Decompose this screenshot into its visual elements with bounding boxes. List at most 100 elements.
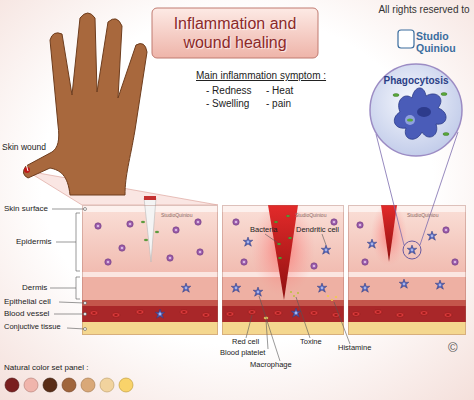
symptom-item: - Swelling (206, 98, 249, 110)
cell-symbol (173, 227, 179, 233)
part-label: Macrophage (250, 361, 292, 370)
engulfed-bacteria (407, 118, 413, 121)
layer-label: Epidermis (16, 237, 52, 246)
leader-dot (84, 302, 87, 305)
macrophage-symbol (427, 231, 437, 240)
leader-line (52, 209, 85, 210)
red-cell-symbol (444, 313, 452, 318)
red-cell-symbol (136, 310, 144, 315)
epithelial-layer (348, 300, 466, 306)
dendritic-cell-symbol (321, 245, 331, 254)
macrophage-symbol (155, 309, 165, 318)
symptom-item: - Heat (266, 85, 293, 97)
macrophage-symbol (231, 283, 241, 292)
histamine-dot (335, 296, 337, 298)
epidermis-layer (348, 212, 466, 272)
conjunctive-layer (222, 322, 344, 335)
bacteria-drawing (393, 94, 399, 97)
macrophage-symbol (367, 239, 377, 248)
color-swatch (81, 378, 95, 392)
wound-thorn (26, 164, 28, 171)
zoom-circle-fill (370, 64, 462, 156)
bracket (56, 213, 80, 271)
wound-cone (381, 205, 397, 262)
dermis-layer (82, 277, 218, 300)
layer-label: Conjuctive tissue (4, 323, 61, 332)
red-cell-symbol (374, 310, 382, 315)
macrophage-symbol (435, 280, 445, 289)
bacteria-symbol (144, 239, 148, 241)
layer-label: Skin surface (4, 204, 48, 213)
leader-dots (84, 208, 87, 331)
cell-symbol (119, 245, 125, 251)
dermis-layer (348, 277, 466, 300)
wound-cone (268, 205, 298, 300)
thorn (144, 198, 156, 262)
part-label: Bacteria (250, 226, 278, 235)
basal-layer (82, 272, 218, 277)
blood-vessel-layer (222, 306, 344, 322)
layer-label: Epithelial cell (4, 297, 51, 306)
color-panel-label: Natural color set panel : (4, 363, 89, 372)
cell-symbol (357, 222, 363, 228)
skin-panel: StudioQuiniou (82, 205, 218, 335)
conjunctive-layer (348, 322, 466, 335)
color-swatch (24, 378, 38, 392)
color-swatch (43, 378, 57, 392)
part-label: Dendritic cell (296, 226, 339, 235)
macrophage-drawing (394, 88, 446, 139)
macrophage-symbol (407, 245, 417, 254)
red-cell-symbol (274, 311, 282, 316)
skin-surface-layer (348, 205, 466, 212)
part-label: Blood platelet (220, 349, 265, 358)
leader-line (54, 314, 85, 315)
red-cell-symbol (420, 311, 428, 316)
color-swatch (119, 378, 133, 392)
toxin-dot (290, 291, 292, 293)
red-cell-symbol (202, 313, 210, 318)
basal-layer (348, 272, 466, 277)
watermark: StudioQuiniou (295, 213, 326, 219)
blood-vessel-layer (348, 306, 466, 322)
leader-dot (84, 313, 87, 316)
symptom-item: - pain (266, 98, 291, 110)
red-cell-symbol (90, 311, 98, 316)
bacteria-symbol (155, 231, 159, 233)
zoom-circle: Phagocytosis (369, 63, 463, 157)
bacteria-symbol (286, 215, 290, 217)
red-cell-symbol (248, 310, 256, 315)
cell-symbol (241, 259, 247, 265)
watermark: StudioQuiniou (407, 213, 438, 219)
skin-panel-art (82, 196, 218, 335)
leader-line (296, 297, 310, 338)
layer-label: Dermis (22, 283, 47, 292)
skin-panel: StudioQuiniou (348, 205, 466, 335)
bacteria-drawing (441, 93, 447, 96)
toxin-dot (293, 295, 295, 297)
macrophage-symbol (399, 279, 409, 288)
macrophage-nucleus (417, 107, 431, 117)
cell-symbol (311, 263, 317, 269)
red-cell-symbol (352, 312, 360, 317)
cell-symbol (362, 259, 368, 265)
symptom-item: - Redness (206, 85, 252, 97)
bacteria-symbol (277, 243, 281, 245)
part-label: Histamine (338, 344, 371, 353)
toxin-dot (297, 292, 299, 294)
title-box (152, 8, 318, 58)
histamine-dot (331, 299, 333, 301)
red-cell-symbol (180, 310, 188, 315)
leader-line (265, 234, 278, 243)
skin-panel-art (222, 200, 344, 335)
conjunctive-layer (82, 322, 218, 335)
macrophage-symbol (253, 287, 263, 296)
cell-symbol (452, 259, 458, 265)
cell-symbol (331, 219, 337, 225)
leader-lines (50, 209, 350, 361)
red-cell-symbol (226, 312, 234, 317)
part-label: Red cell (232, 338, 259, 347)
part-label: Skin wound (2, 143, 46, 153)
macrophage-symbol (317, 283, 327, 292)
